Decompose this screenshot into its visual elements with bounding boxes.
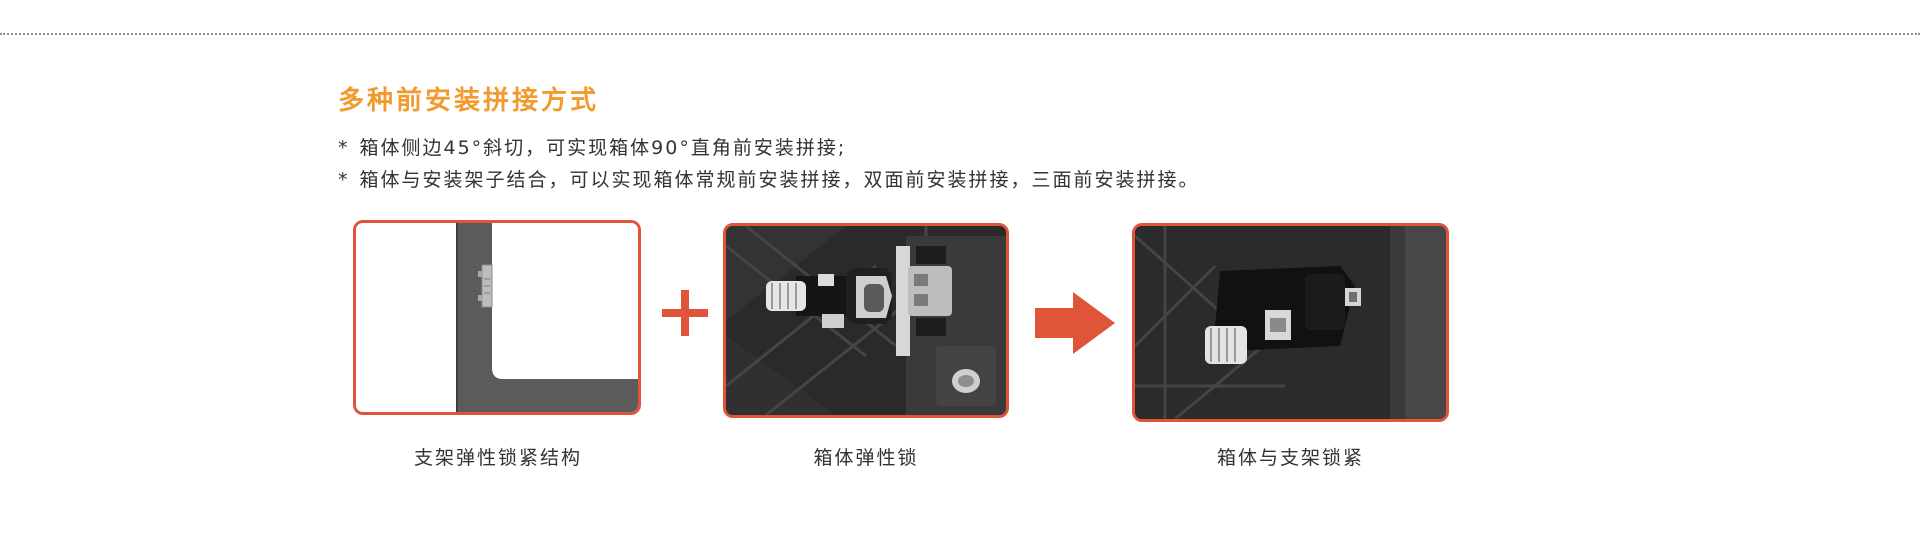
- bracket-lock-panel: [353, 220, 641, 415]
- feature-bullet-1: * 箱体侧边45°斜切，可实现箱体90°直角前安装拼接;: [338, 133, 846, 160]
- plus-icon: [662, 290, 708, 336]
- cabinet-bracket-locked-panel: [1132, 223, 1449, 422]
- bullet-marker: *: [338, 137, 350, 159]
- bullet-text: 箱体与安装架子结合，可以实现箱体常规前安装拼接，双面前安装拼接，三面前安装拼接。: [359, 169, 1200, 191]
- bracket-lock-diagram: [356, 223, 638, 412]
- cabinet-spring-lock-panel: [723, 223, 1009, 418]
- arrow-right-icon: [1035, 292, 1115, 354]
- section-title: 多种前安装拼接方式: [338, 86, 600, 116]
- top-dotted-divider: [0, 33, 1920, 35]
- caption-bracket-lock: 支架弹性锁紧结构: [413, 447, 582, 469]
- caption-cabinet-bracket-locked: 箱体与支架锁紧: [1216, 447, 1364, 469]
- bullet-marker: *: [338, 169, 350, 191]
- cabinet-bracket-locked-photo: [1135, 226, 1446, 419]
- feature-bullet-2: * 箱体与安装架子结合，可以实现箱体常规前安装拼接，双面前安装拼接，三面前安装拼接…: [338, 165, 1200, 192]
- bullet-text: 箱体侧边45°斜切，可实现箱体90°直角前安装拼接;: [359, 137, 847, 159]
- caption-cabinet-spring-lock: 箱体弹性锁: [813, 447, 919, 469]
- cabinet-spring-lock-photo: [726, 226, 1006, 415]
